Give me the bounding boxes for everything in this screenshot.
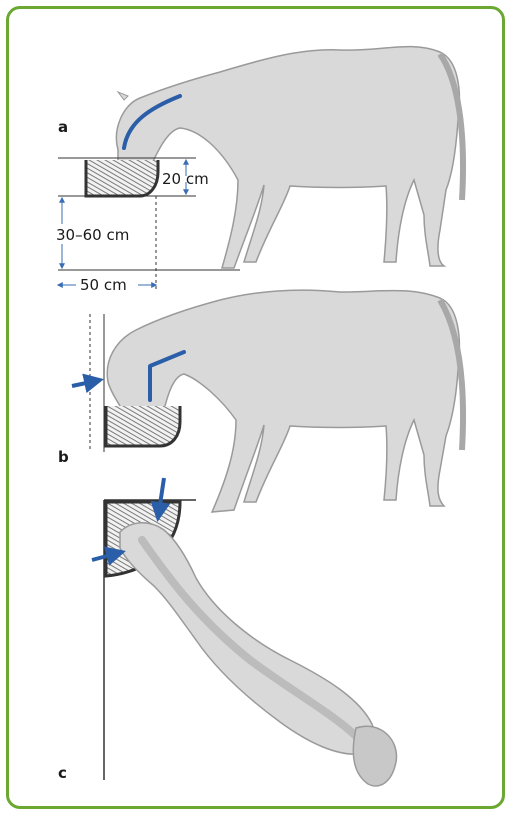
pressure-arrow-icon <box>72 380 100 386</box>
panel-b-label: b <box>58 448 69 466</box>
panel-b: b <box>58 290 463 512</box>
panel-c: c <box>58 478 397 786</box>
panel-a-label: a <box>58 118 68 136</box>
hay-trough-a <box>86 160 158 196</box>
horse-top-view-icon <box>120 523 397 786</box>
panel-a: a 20 cm 30–60 cm 50 cm <box>56 47 463 294</box>
horse-side-view-icon <box>116 47 463 268</box>
hay-trough-b <box>106 406 180 446</box>
trough-height-label: 20 cm <box>162 170 209 188</box>
trough-floor-label: 30–60 cm <box>56 226 129 244</box>
panel-c-label: c <box>58 764 67 782</box>
trough-width-label: 50 cm <box>80 276 127 294</box>
horse-side-view-icon <box>107 290 463 512</box>
